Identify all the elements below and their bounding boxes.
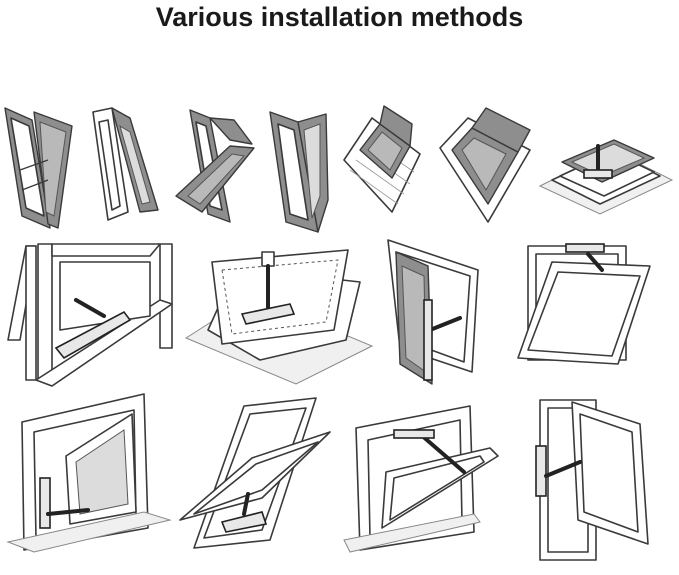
diagram-top-mounted-actuator-frame xyxy=(517,243,651,365)
page-title: Various installation methods xyxy=(155,2,524,32)
diagram-frame-closeup-actuator xyxy=(7,243,173,387)
diagram-side-hung-casement xyxy=(269,111,329,233)
diagram-casement-side-actuator xyxy=(387,239,479,385)
diagram-top-hung-outward-dual xyxy=(4,107,73,229)
diagram-roof-skylight-tiles xyxy=(343,105,421,213)
diagram-bottom-hung-tilted xyxy=(175,109,255,223)
diagram-flat-roof-skylight xyxy=(538,139,674,215)
diagram-bottom-mounted-tilt xyxy=(179,397,331,549)
diagram-roof-skylight-open xyxy=(439,107,531,223)
diagram-side-mounted-casement xyxy=(6,393,172,553)
diagram-top-hung-outward-open xyxy=(92,107,159,221)
diagram-side-hinged-vertical-actuator xyxy=(535,399,649,561)
diagram-flat-skylight-chain xyxy=(184,249,374,385)
diagram-top-hung-chain xyxy=(343,405,499,553)
